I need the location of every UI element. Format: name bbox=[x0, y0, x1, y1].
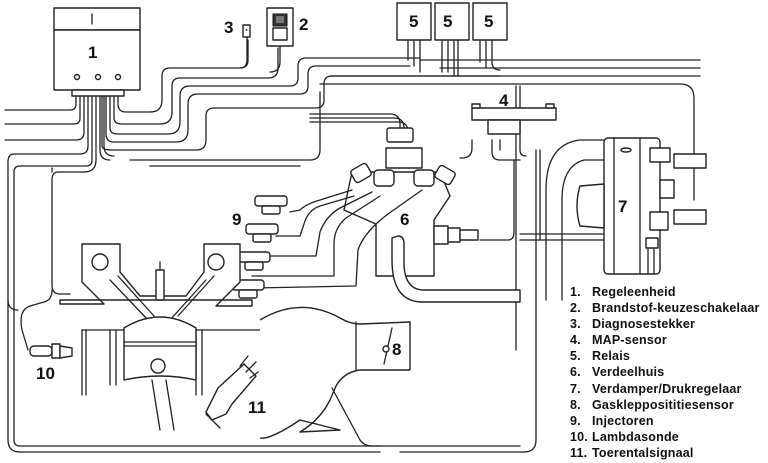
legend-number: 1. bbox=[570, 285, 581, 299]
legend-number: 11. bbox=[570, 445, 588, 460]
fuel-selector-switch: 2 bbox=[266, 7, 308, 73]
legend-text: Brandstof-keuzeschakelaar bbox=[592, 301, 760, 316]
legend-text: Relais bbox=[592, 349, 631, 364]
legend-number: 9. bbox=[570, 413, 581, 428]
legend-text: Gasklepposititiesensor bbox=[592, 397, 734, 412]
ecu-control-unit: 1 bbox=[53, 7, 141, 97]
lambda-sensor: 10 bbox=[20, 289, 73, 383]
callout-3: 3 bbox=[224, 18, 233, 37]
callout-4: 4 bbox=[499, 91, 509, 110]
legend-item: 11. Toerentalsignaal bbox=[570, 445, 760, 461]
legend-number: 4. bbox=[570, 333, 581, 348]
legend-item: 9. Injectoren bbox=[570, 413, 760, 429]
callout-6: 6 bbox=[400, 210, 409, 229]
legend-item: 7. Verdamper/Drukregelaar bbox=[570, 381, 760, 397]
legend-number: 8. bbox=[570, 397, 581, 412]
legend-text: Verdamper/Drukregelaar bbox=[592, 381, 742, 396]
injector-3 bbox=[237, 251, 271, 271]
legend-text: Lambdasonde bbox=[592, 429, 679, 444]
legend-text: MAP-sensor bbox=[592, 333, 667, 348]
callout-11: 11 bbox=[248, 398, 266, 417]
engine-cylinder bbox=[59, 243, 261, 431]
callout-5b: 5 bbox=[443, 12, 452, 31]
callout-8: 8 bbox=[392, 340, 401, 359]
vaporizer-regulator: 7 bbox=[519, 137, 707, 301]
callout-5a: 5 bbox=[409, 12, 418, 31]
callout-7: 7 bbox=[618, 197, 627, 216]
legend-text: Verdeelhuis bbox=[592, 365, 665, 380]
legend-text: Regeleenheid bbox=[592, 285, 676, 299]
legend-number: 10. bbox=[570, 429, 588, 444]
injectors: 9 bbox=[231, 195, 288, 299]
rpm-signal-sensor: 11 bbox=[205, 355, 266, 429]
legend-text: Diagnosestekker bbox=[592, 317, 696, 332]
throttle-body: 8 bbox=[259, 306, 521, 447]
legend-number: 5. bbox=[570, 349, 581, 364]
injector-2 bbox=[245, 223, 279, 243]
legend: 1. Regeleenheid 2. Brandstof-keuzeschakela… bbox=[570, 284, 760, 461]
legend-item: 6. Verdeelhuis bbox=[570, 364, 760, 380]
legend-item: 3. Diagnosestekker bbox=[570, 316, 760, 332]
legend-number: 2. bbox=[570, 301, 581, 316]
relays: 5 5 5 bbox=[396, 2, 508, 41]
callout-10: 10 bbox=[36, 364, 55, 383]
injector-lines bbox=[251, 189, 423, 289]
legend-item: 1. Regeleenheid bbox=[570, 284, 760, 300]
relay-2 bbox=[434, 2, 470, 41]
legend-item: 4. MAP-sensor bbox=[570, 332, 760, 348]
injector-1 bbox=[254, 195, 288, 215]
legend-item: 10. Lambdasonde bbox=[570, 429, 760, 445]
callout-9: 9 bbox=[232, 210, 241, 229]
legend-number: 6. bbox=[570, 365, 581, 380]
map-sensor: 4 bbox=[471, 91, 557, 135]
diagnostic-connector: 3 bbox=[224, 18, 251, 69]
legend-item: 2. Brandstof-keuzeschakelaar bbox=[570, 300, 760, 316]
legend-text: Injectoren bbox=[592, 413, 654, 428]
legend-item: 8. Gasklepposititiesensor bbox=[570, 397, 760, 413]
relay-1 bbox=[396, 2, 432, 41]
legend-number: 3. bbox=[570, 317, 581, 332]
callout-5c: 5 bbox=[484, 12, 493, 31]
legend-text: Toerentalsignaal bbox=[592, 445, 694, 460]
callout-2: 2 bbox=[299, 15, 308, 34]
legend-number: 7. bbox=[570, 381, 581, 396]
distributor-rail: 6 bbox=[343, 127, 521, 303]
wiring-harness bbox=[4, 39, 701, 453]
callout-1: 1 bbox=[88, 43, 97, 62]
legend-item: 5. Relais bbox=[570, 348, 760, 364]
relay-3 bbox=[472, 2, 508, 41]
